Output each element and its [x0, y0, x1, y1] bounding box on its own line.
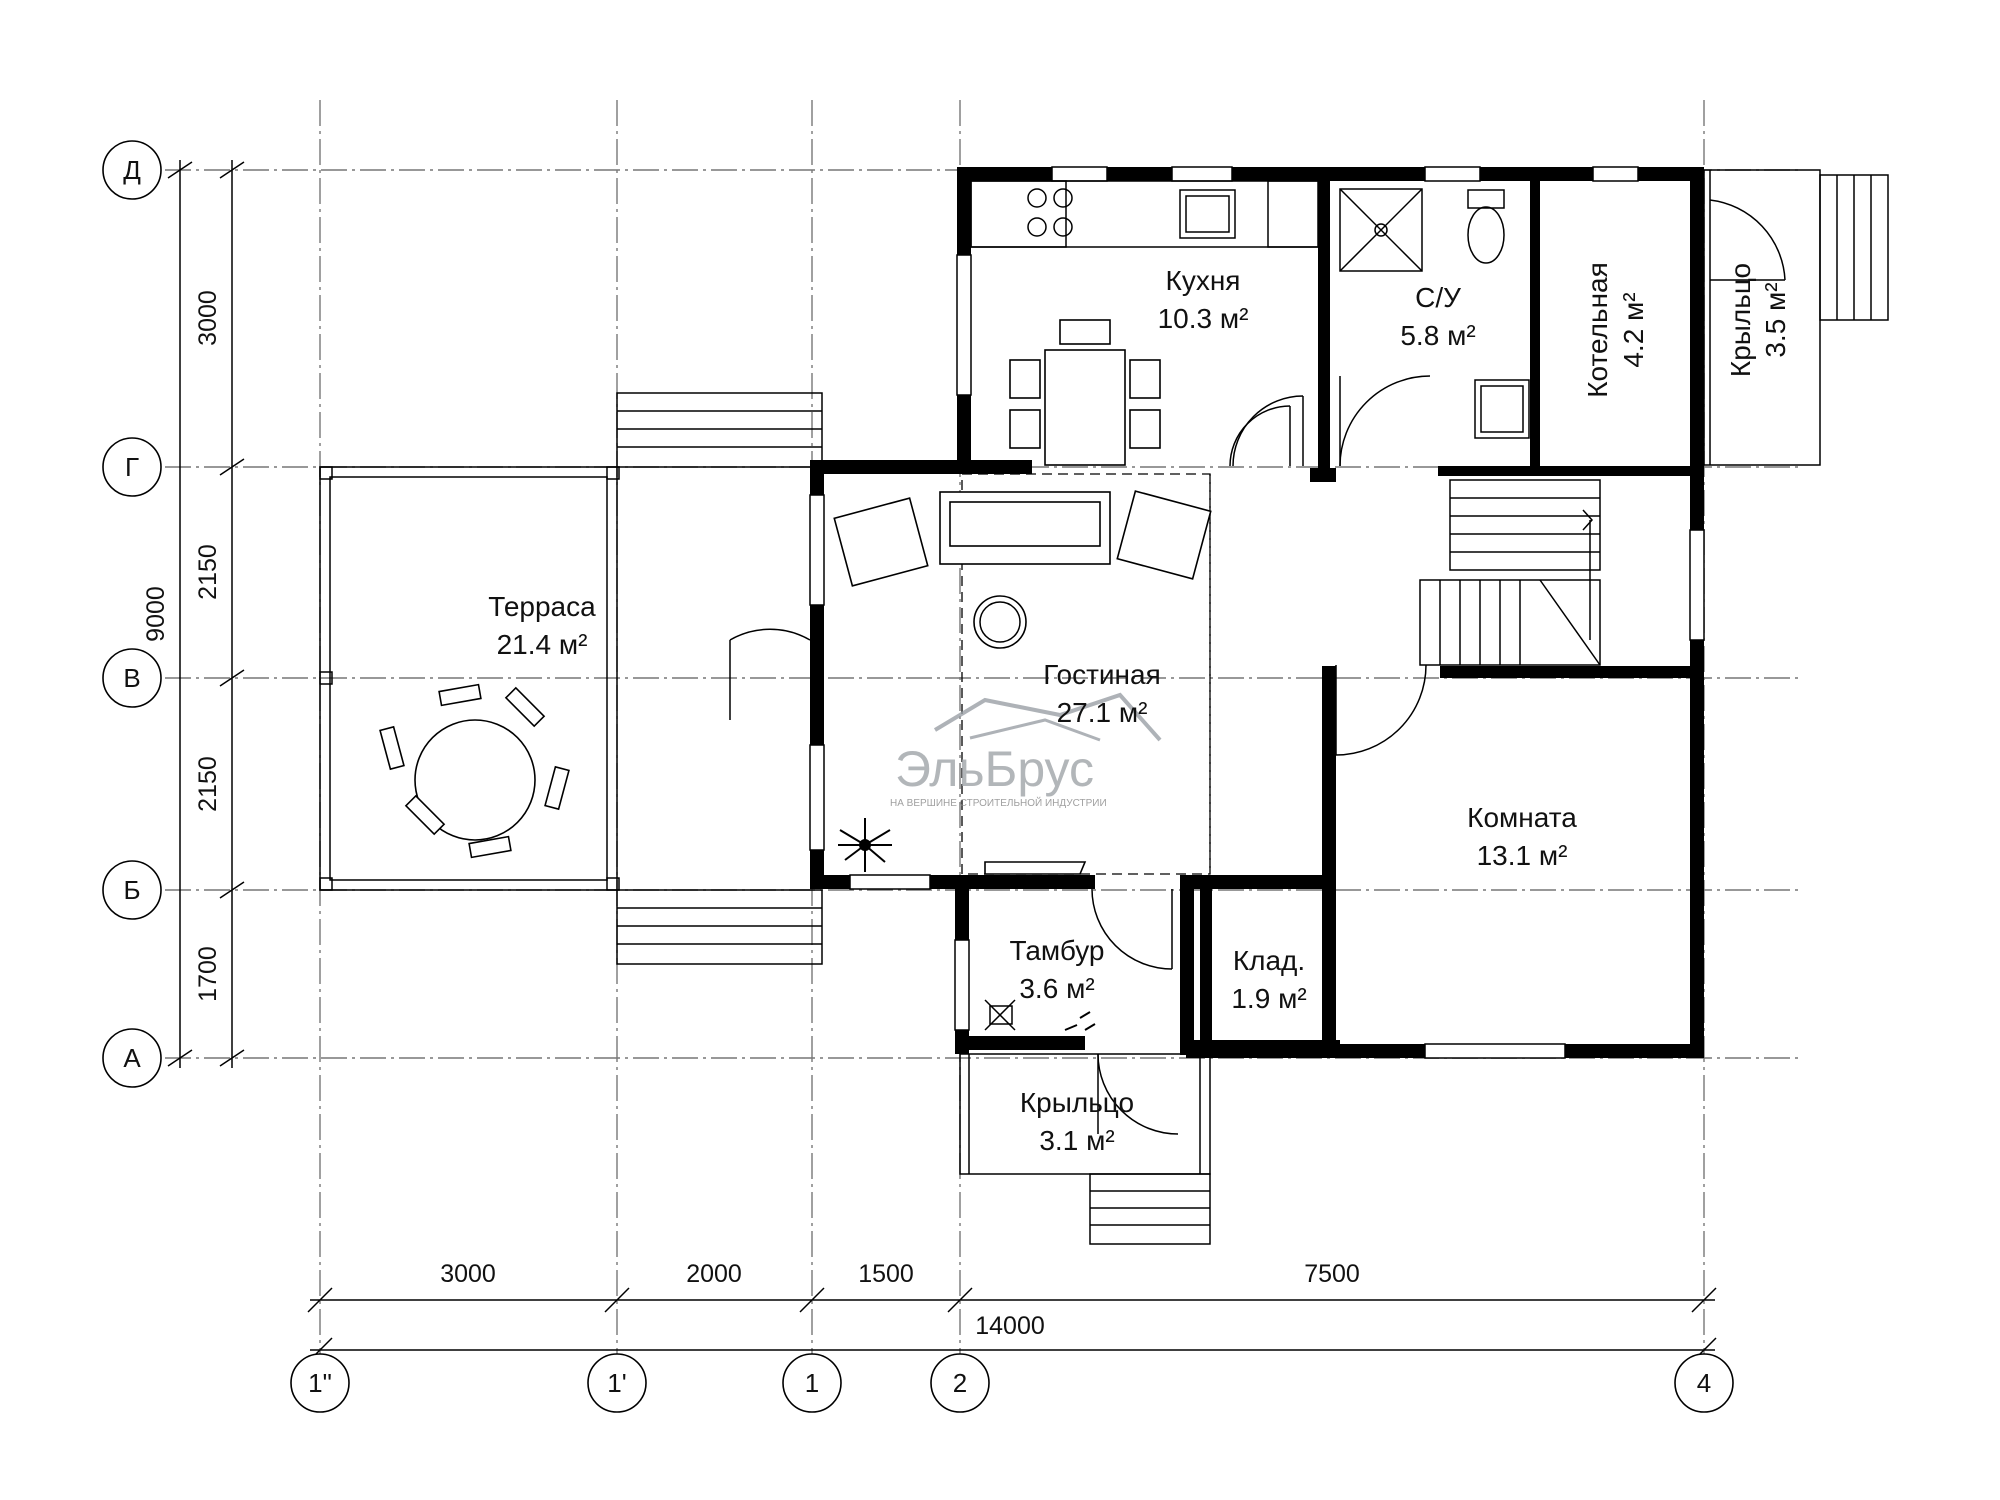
- room-boiler-name: Котельная: [1582, 262, 1613, 398]
- room-kitchen-area: 10.3 м²: [1158, 303, 1249, 334]
- room-tambour-area: 3.6 м²: [1019, 973, 1094, 1004]
- axis-row-v: В: [123, 663, 140, 693]
- vertical-dimensions: 3000 2150 2150 1700 9000: [142, 160, 245, 1068]
- room-storage-name: Клад.: [1233, 945, 1305, 976]
- dim-horizontal-total: 14000: [975, 1312, 1045, 1340]
- bathroom-fixtures: [1339, 188, 1530, 467]
- dim-horizontal-3: 1500: [858, 1260, 914, 1288]
- row-axis-markers: Д Г В Б А: [102, 140, 162, 1088]
- column-axis-markers: 1" 1' 1 2 4: [290, 1353, 1734, 1413]
- horizontal-dimensions: 3000 2000 1500 7500 14000: [307, 1260, 1717, 1363]
- room-terrace-area: 21.4 м²: [497, 629, 588, 660]
- windows: [809, 166, 1705, 1059]
- east-porch: [1703, 169, 1889, 466]
- room-storage-area: 1.9 м²: [1231, 983, 1306, 1014]
- axis-col-1: 1: [805, 1368, 819, 1398]
- axis-col-4: 4: [1697, 1368, 1711, 1398]
- room-porch-south-area: 3.1 м²: [1039, 1125, 1114, 1156]
- axis-row-b: Б: [123, 875, 140, 905]
- room-living-area: 27.1 м²: [1057, 697, 1148, 728]
- axis-col-1-prime: 1': [607, 1368, 626, 1398]
- plant-icon: [838, 818, 892, 872]
- room-porch-east-area: 3.5 м²: [1760, 282, 1791, 357]
- room-boiler-area: 4.2 м²: [1618, 292, 1649, 367]
- dim-horizontal-2: 2000: [686, 1260, 742, 1288]
- kitchen-furniture: [970, 180, 1322, 467]
- dim-horizontal-4: 7500: [1304, 1260, 1360, 1288]
- room-labels: Кухня 10.3 м² С/У 5.8 м² Котельная 4.2 м…: [488, 262, 1791, 1156]
- room-porch-east-name: Крыльцо: [1725, 263, 1756, 377]
- logo-name: ЭльБрус: [895, 741, 1094, 797]
- axis-row-d: Д: [123, 155, 141, 185]
- axis-col-2: 2: [953, 1368, 967, 1398]
- walls: [810, 167, 1704, 1058]
- living-room-furniture: [833, 405, 1291, 875]
- dim-horizontal-1: 3000: [440, 1260, 496, 1288]
- terrace: [319, 392, 823, 965]
- room-porch-south-name: Крыльцо: [1020, 1087, 1134, 1118]
- axis-col-1-double-prime: 1": [308, 1368, 332, 1398]
- brand-logo: ЭльБрус НА ВЕРШИНЕ СТРОИТЕЛЬНОЙ ИНДУСТРИ…: [890, 692, 1162, 809]
- room-bathroom-area: 5.8 м²: [1400, 320, 1475, 351]
- tambour-details: [984, 888, 1173, 1031]
- dim-vertical-1: 3000: [194, 290, 222, 346]
- dim-vertical-3: 2150: [194, 756, 222, 812]
- axis-row-g: Г: [125, 452, 139, 482]
- dim-vertical-2: 2150: [194, 544, 222, 600]
- room-living-name: Гостиная: [1043, 659, 1161, 690]
- logo-tagline: НА ВЕРШИНЕ СТРОИТЕЛЬНОЙ ИНДУСТРИИ: [890, 796, 1107, 809]
- room-kitchen-name: Кухня: [1166, 265, 1241, 296]
- room-bedroom-area: 13.1 м²: [1477, 840, 1568, 871]
- room-terrace-name: Терраса: [488, 591, 596, 622]
- room-bathroom-name: С/У: [1415, 282, 1461, 313]
- room-tambour-name: Тамбур: [1009, 935, 1104, 966]
- dim-vertical-total: 9000: [142, 586, 170, 642]
- staircase: [1335, 479, 1601, 756]
- axis-row-a: А: [123, 1043, 141, 1073]
- south-porch: [959, 1053, 1211, 1245]
- room-bedroom-name: Комната: [1467, 802, 1577, 833]
- dim-vertical-4: 1700: [194, 946, 222, 1002]
